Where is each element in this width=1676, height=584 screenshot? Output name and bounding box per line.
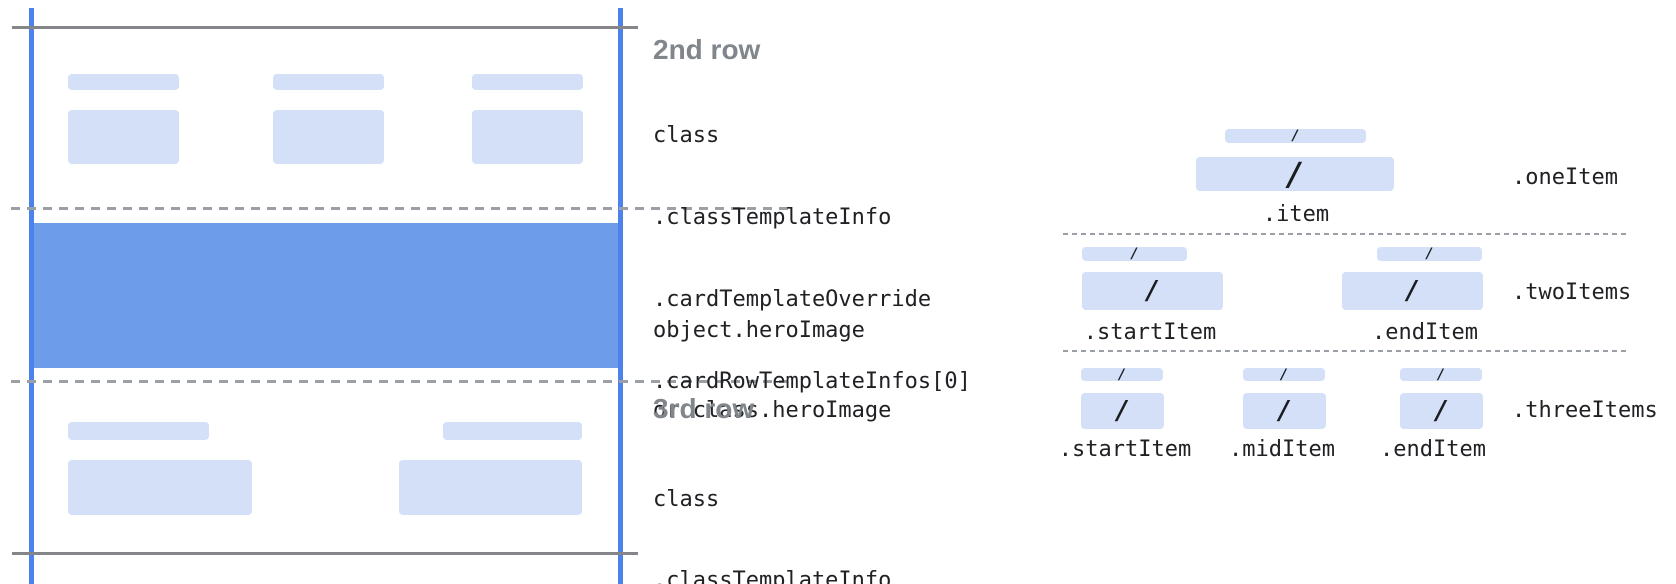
one-item-label-bar: / [1225,129,1366,143]
start-item-label: .startItem [1058,437,1192,462]
two-three-dashed-divider [1063,350,1630,352]
row2-code-line: .classTemplateInfo [653,205,892,230]
row3-code-line: .classTemplateInfo [653,568,892,584]
slash-placeholder: / [1144,276,1161,306]
two-items-row-label: .twoItems [1512,280,1632,305]
slash-placeholder: / [1114,396,1131,426]
row2-col2-label-bar [273,74,384,90]
row2-heading: 2nd row [653,34,761,65]
item-label: .item [1262,202,1330,227]
slash-placeholder: / [1276,396,1293,426]
slash-placeholder: / [1425,246,1434,262]
hero-image-band [34,223,618,368]
end-item-label: .endItem [1380,437,1486,462]
three-items-row-label: .threeItems [1512,398,1658,423]
one-two-dashed-divider [1063,233,1630,235]
row2-code-line: .cardRowTemplateInfos[0] [653,369,971,394]
row2-code-line: class [653,123,720,148]
two-items-end-value-bar: / [1342,272,1483,310]
one-item-row-label: .oneItem [1512,165,1618,190]
slash-placeholder: / [1291,128,1300,144]
card-right-guide-line [618,8,623,584]
hero-code-line: object.heroImage [653,318,865,343]
row2-col3-label-bar [472,74,583,90]
end-item-label: .endItem [1372,320,1478,345]
row3-right-label-bar [443,422,582,440]
slash-placeholder: / [1285,155,1305,193]
row2-code-block: class .classTemplateInfo .cardTemplateOv… [653,70,971,448]
slash-placeholder: / [1130,246,1139,262]
row3-right-value-box [399,460,582,515]
row2-col1-value-box [68,110,179,164]
three-items-start-value-bar: / [1081,393,1164,429]
three-items-start-label-bar: / [1081,366,1163,383]
two-items-start-label-bar: / [1082,247,1187,261]
three-items-mid-value-bar: / [1243,393,1326,429]
row2-col2-value-box [273,110,384,164]
three-items-end-value-bar: / [1400,393,1483,429]
mid-item-label: .midItem [1229,437,1335,462]
start-item-label: .startItem [1083,320,1217,345]
row2-code-line: .cardTemplateOverride [653,287,932,312]
hero-code-block: object.heroImage or class.heroImage [653,266,891,476]
slash-placeholder: / [1279,366,1289,383]
row3-code-line: class [653,487,720,512]
card-top-border-line [12,26,638,29]
one-item-value-bar: / [1196,157,1394,191]
slash-placeholder: / [1436,366,1446,383]
three-items-mid-label-bar: / [1243,366,1325,383]
row2-col1-label-bar [68,74,179,90]
slash-placeholder: / [1404,276,1421,306]
row3-code-block: class .classTemplateInfo .cardTemplateOv… [653,434,971,584]
two-items-end-label-bar: / [1377,247,1482,261]
hero-row3-dashed-divider [11,380,795,383]
row3-left-value-box [68,460,252,515]
row3-left-label-bar [68,422,209,440]
three-items-end-label-bar: / [1400,366,1482,383]
row2-hero-dashed-divider [11,207,795,210]
hero-code-line: or class.heroImage [653,398,892,423]
row3-heading: 3rd row [653,393,755,424]
row2-col3-value-box [472,110,583,164]
card-bottom-border-line [12,552,638,555]
slash-placeholder: / [1433,396,1450,426]
two-items-start-value-bar: / [1082,272,1223,310]
card-left-guide-line [29,8,34,584]
slash-placeholder: / [1117,366,1127,383]
